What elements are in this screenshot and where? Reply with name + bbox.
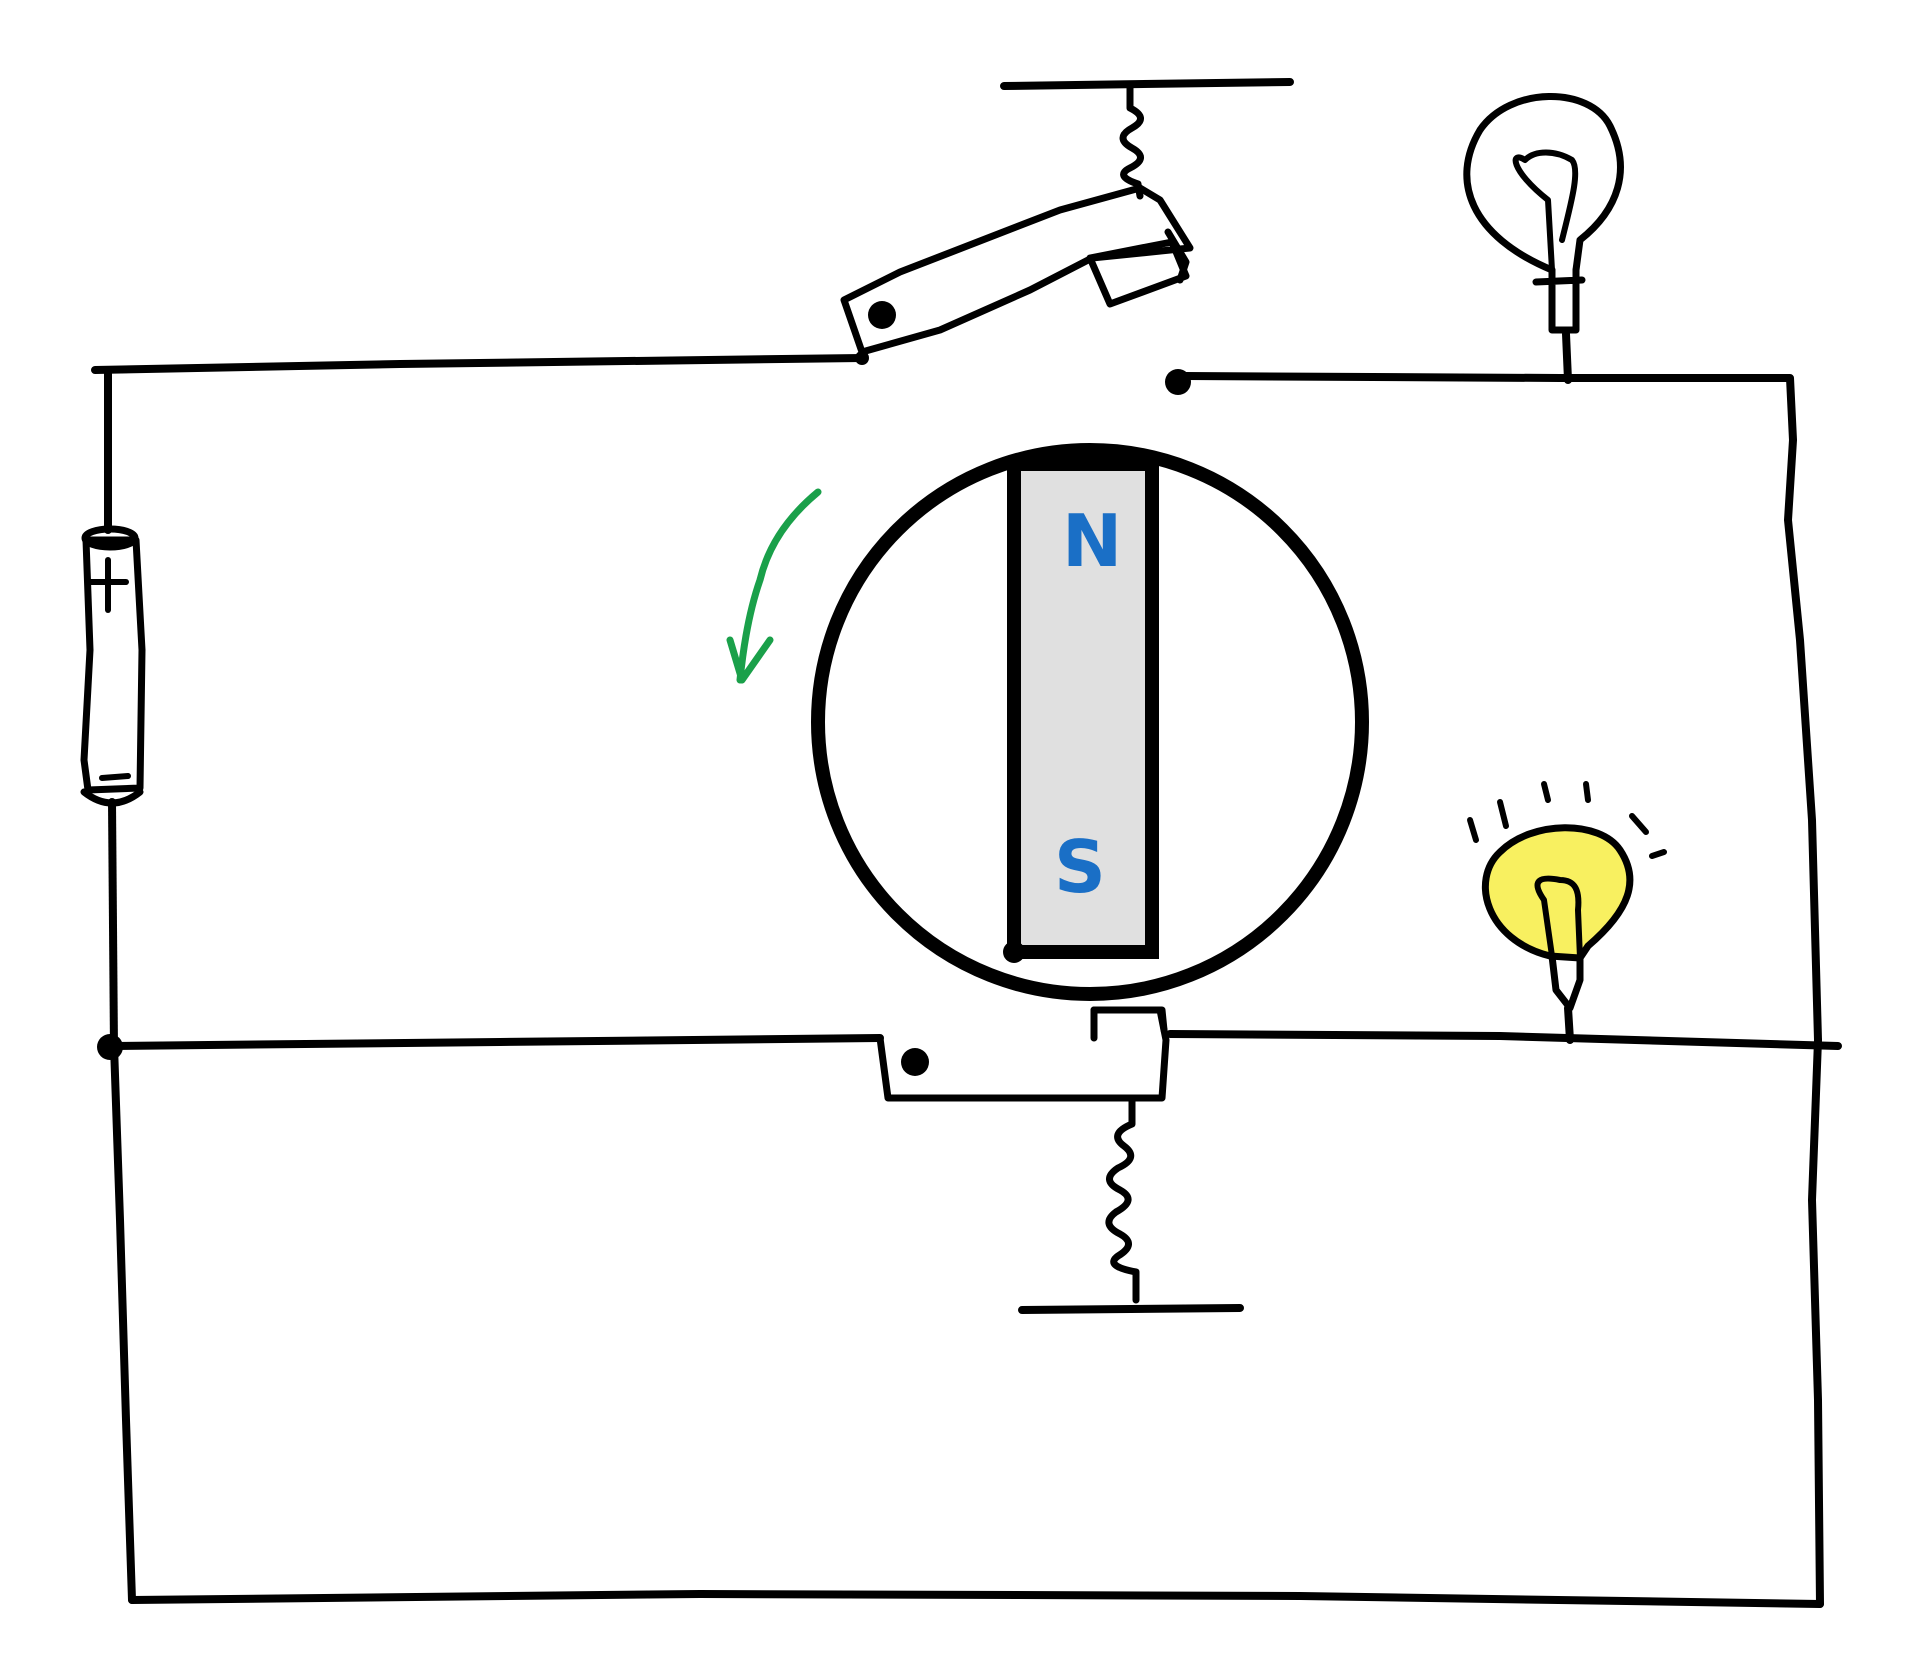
rotation-arrow [726,488,822,684]
north-pole-label: N [1062,499,1122,583]
rotating-magnet-rotor: N S [811,443,1369,1001]
lower-circuit-wire [110,1036,1824,1608]
battery: + − [80,525,146,807]
lit-bulb [1467,781,1667,1044]
rotor-circle [811,443,1369,1001]
south-pole-label: S [1054,825,1106,909]
unlit-bulb [1463,93,1624,384]
junction-dots [97,369,1191,1060]
middle-circuit-wire [106,1030,1842,1050]
top-lever-switch [840,78,1294,365]
bar-magnet [1007,457,1159,959]
light-rays [1467,781,1667,859]
bottom-lever-switch [876,1006,1244,1314]
upper-circuit-wire [91,354,1822,1054]
